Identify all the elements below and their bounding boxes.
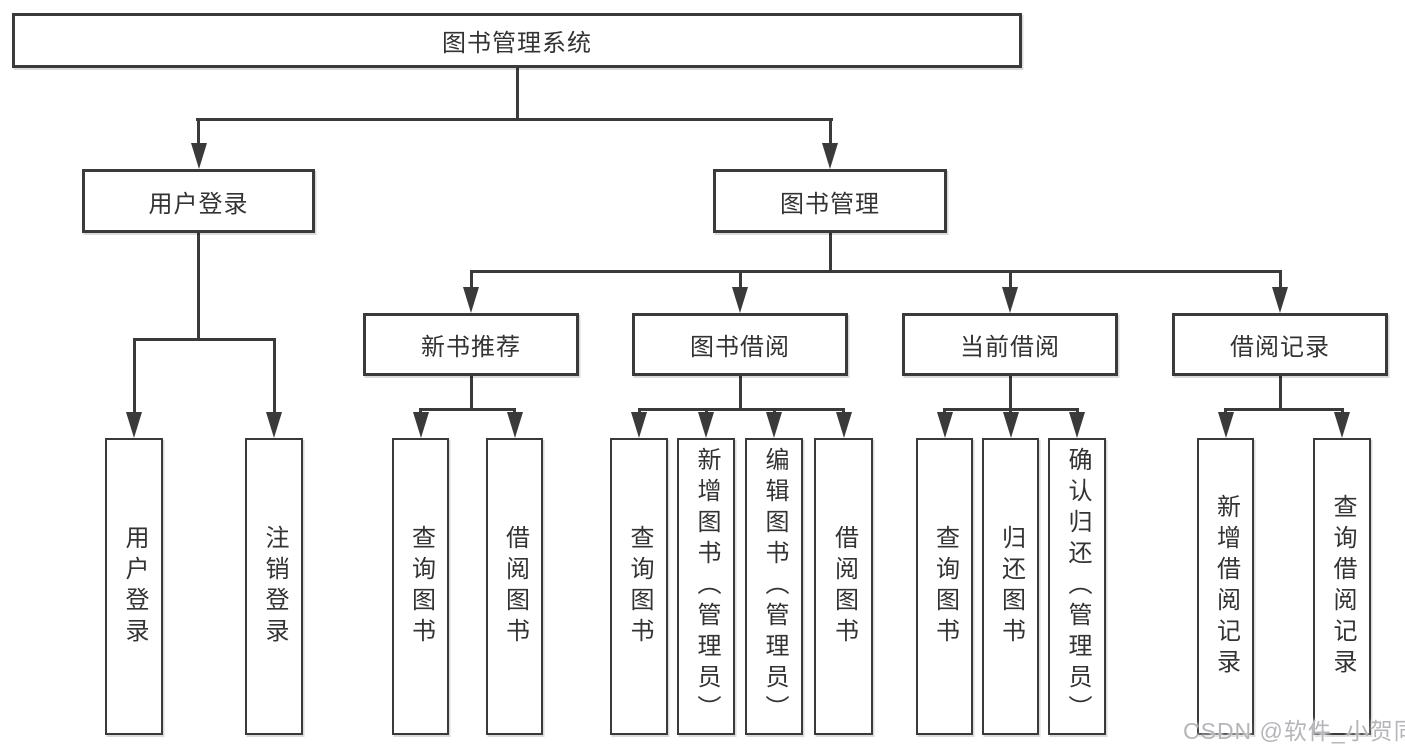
node-book-borrow: 图书借阅 bbox=[632, 313, 848, 376]
leaf-label: 新增借阅记录 bbox=[1212, 493, 1240, 680]
arrowhead-down-icon bbox=[190, 143, 207, 169]
node-borrow-records: 借阅记录 bbox=[1172, 313, 1388, 376]
node-label: 图书借阅 bbox=[690, 334, 790, 361]
arrowhead-down-icon bbox=[1069, 412, 1085, 438]
connector-vline bbox=[738, 270, 742, 290]
csdn-watermark: CSDN @软件_小贺同学 bbox=[1183, 718, 1405, 744]
connector-vline bbox=[828, 118, 832, 146]
leaf-borrow-books-recommend: 借阅图书 bbox=[486, 438, 543, 735]
connector-hline bbox=[195, 118, 833, 121]
arrowhead-down-icon bbox=[412, 412, 429, 438]
connector-hline bbox=[637, 408, 845, 411]
arrowhead-down-icon bbox=[631, 412, 647, 438]
connector-vline bbox=[738, 376, 742, 411]
connector-hline bbox=[469, 270, 1282, 273]
leaf-user-login: 用户登录 bbox=[105, 438, 163, 735]
arrowhead-down-icon bbox=[822, 143, 838, 169]
arrowhead-down-icon bbox=[936, 412, 953, 438]
leaf-confirm-return-admin: 确认归还（管理员） bbox=[1048, 438, 1106, 735]
node-label: 图书管理 bbox=[780, 190, 880, 218]
connector-vline bbox=[1278, 376, 1282, 411]
leaf-label: 查询图书 bbox=[931, 524, 959, 649]
leaf-query-books-recommend: 查询图书 bbox=[392, 438, 449, 735]
leaf-query-books-borrow: 查询图书 bbox=[610, 438, 668, 735]
leaf-label: 用户登录 bbox=[121, 524, 148, 649]
arrowhead-down-icon bbox=[835, 412, 852, 438]
connector-vline bbox=[272, 338, 276, 416]
connector-vline bbox=[197, 233, 200, 341]
node-label: 借阅记录 bbox=[1230, 334, 1330, 361]
connector-hline bbox=[419, 408, 516, 411]
node-current-borrow: 当前借阅 bbox=[902, 313, 1118, 376]
leaf-borrow-books: 借阅图书 bbox=[814, 438, 873, 735]
leaf-edit-books-admin: 编辑图书（管理员） bbox=[745, 438, 803, 735]
leaf-add-books-admin: 新增图书（管理员） bbox=[677, 438, 735, 735]
leaf-label: 借阅图书 bbox=[830, 524, 858, 649]
node-library-system: 图书管理系统 bbox=[12, 13, 1022, 68]
node-user-login: 用户登录 bbox=[82, 169, 315, 233]
leaf-query-borrow-record: 查询借阅记录 bbox=[1313, 438, 1371, 735]
arrowhead-down-icon bbox=[463, 287, 479, 313]
node-label: 图书管理系统 bbox=[442, 30, 592, 57]
arrowhead-down-icon bbox=[266, 412, 282, 438]
leaf-label: 查询图书 bbox=[407, 524, 435, 649]
connector-hline bbox=[943, 408, 1079, 411]
connector-vline bbox=[132, 338, 136, 416]
arrowhead-down-icon bbox=[506, 412, 523, 438]
node-label: 当前借阅 bbox=[960, 334, 1060, 361]
node-label: 用户登录 bbox=[148, 190, 249, 218]
node-label: 新书推荐 bbox=[421, 334, 521, 361]
leaf-query-books-current: 查询图书 bbox=[916, 438, 973, 735]
connector-vline bbox=[469, 376, 473, 411]
arrowhead-down-icon bbox=[1217, 412, 1234, 438]
connector-vline bbox=[469, 270, 473, 290]
leaf-label: 查询图书 bbox=[626, 524, 653, 649]
leaf-label: 借阅图书 bbox=[501, 524, 529, 649]
arrowhead-down-icon bbox=[1002, 412, 1019, 438]
connector-vline bbox=[515, 68, 519, 121]
arrowhead-down-icon bbox=[766, 412, 782, 438]
arrowhead-down-icon bbox=[732, 287, 748, 313]
connector-vline bbox=[1008, 376, 1012, 411]
node-new-book-recommend: 新书推荐 bbox=[363, 313, 579, 376]
leaf-label: 归还图书 bbox=[997, 524, 1025, 649]
node-book-management: 图书管理 bbox=[713, 169, 947, 233]
leaf-logout: 注销登录 bbox=[245, 438, 303, 735]
arrowhead-down-icon bbox=[1002, 287, 1018, 313]
connector-vline bbox=[1278, 270, 1282, 290]
connector-hline bbox=[1224, 408, 1344, 411]
leaf-label: 注销登录 bbox=[261, 524, 288, 649]
leaf-label: 编辑图书（管理员） bbox=[761, 447, 788, 726]
leaf-return-books: 归还图书 bbox=[982, 438, 1039, 735]
arrowhead-down-icon bbox=[126, 412, 142, 438]
arrowhead-down-icon bbox=[1272, 287, 1288, 313]
leaf-label: 确认归还（管理员） bbox=[1064, 447, 1091, 726]
connector-vline bbox=[1008, 270, 1012, 290]
leaf-label: 查询借阅记录 bbox=[1329, 493, 1356, 680]
leaf-label: 新增图书（管理员） bbox=[693, 447, 720, 726]
connector-hline bbox=[132, 338, 276, 341]
arrowhead-down-icon bbox=[1334, 412, 1350, 438]
leaf-add-borrow-record: 新增借阅记录 bbox=[1197, 438, 1254, 735]
arrowhead-down-icon bbox=[698, 412, 714, 438]
connector-vline bbox=[828, 233, 832, 273]
connector-vline bbox=[197, 118, 200, 146]
